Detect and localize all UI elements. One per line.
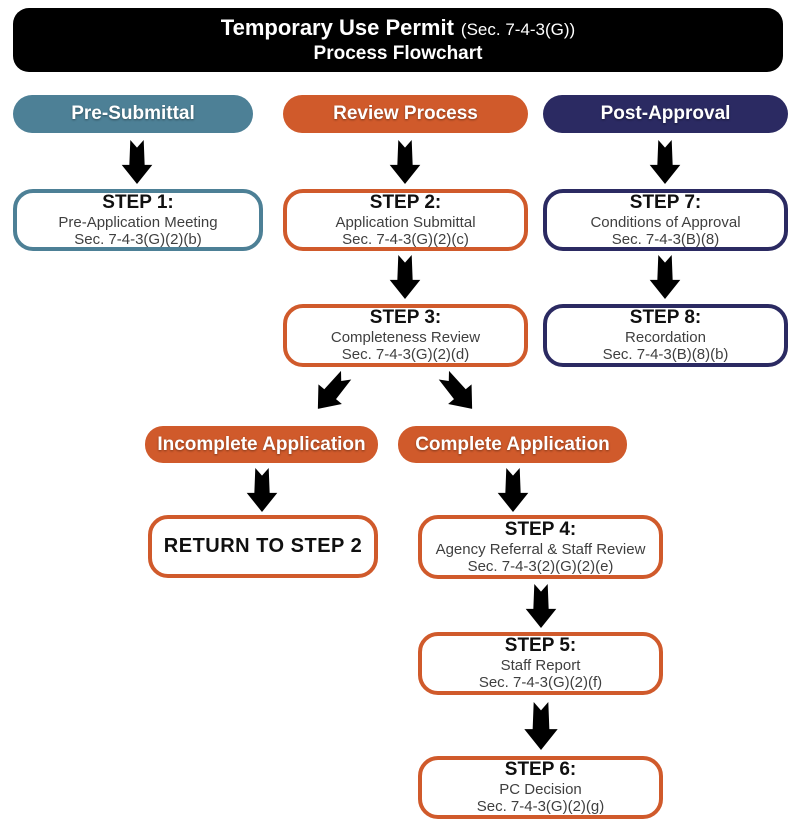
lane-label: Post-Approval [600, 103, 731, 124]
chart-subtitle: Process Flowchart [313, 42, 483, 64]
return-label: RETURN TO STEP 2 [163, 535, 363, 557]
step-section: Sec. 7-4-3(B)(8)(b) [602, 346, 729, 364]
down-arrow-icon [524, 584, 558, 628]
lane-label: Review Process [333, 103, 478, 124]
lane-label: Pre-Submittal [71, 103, 195, 124]
step-section: Sec. 7-4-3(2)(G)(2)(e) [467, 557, 614, 575]
chart-title-section-ref: (Sec. 7-4-3(G)) [460, 20, 576, 40]
step-section: Sec. 7-4-3(G)(2)(c) [342, 230, 469, 248]
step-8-box: STEP 8: Recordation Sec. 7-4-3(B)(8)(b) [543, 304, 788, 367]
step-section: Sec. 7-4-3(G)(2)(b) [74, 230, 202, 248]
step-section: Sec. 7-4-3(G)(2)(f) [478, 674, 603, 692]
down-arrow-icon [245, 468, 279, 512]
step-name: PC Decision [499, 781, 582, 799]
step-title: STEP 3: [369, 307, 442, 329]
return-to-step-2-box: RETURN TO STEP 2 [148, 515, 378, 578]
step-title: STEP 4: [504, 518, 577, 540]
down-arrow-icon [120, 140, 154, 184]
step-name: Agency Referral & Staff Review [435, 540, 646, 558]
down-arrow-icon [648, 140, 682, 184]
step-title: STEP 1: [102, 191, 174, 213]
step-name: Recordation [625, 329, 706, 347]
step-name: Staff Report [500, 657, 581, 675]
step-7-box: STEP 7: Conditions of Approval Sec. 7-4-… [543, 189, 788, 251]
step-name: Completeness Review [330, 329, 481, 347]
down-arrow-icon [388, 140, 422, 184]
branch-incomplete-application: Incomplete Application [145, 426, 378, 463]
step-title: STEP 6: [504, 759, 577, 781]
step-name: Application Submittal [335, 213, 476, 231]
step-title: STEP 8: [629, 307, 702, 329]
down-arrow-icon [524, 702, 558, 750]
branch-label: Incomplete Application [157, 433, 366, 455]
diagonal-down-right-arrow-icon [431, 364, 485, 420]
step-3-box: STEP 3: Completeness Review Sec. 7-4-3(G… [283, 304, 528, 367]
step-section: Sec. 7-4-3(B)(8) [611, 230, 720, 248]
lane-post-approval: Post-Approval [543, 95, 788, 133]
step-1-box: STEP 1: Pre-Application Meeting Sec. 7-4… [13, 189, 263, 251]
step-name: Conditions of Approval [590, 213, 741, 231]
step-name: Pre-Application Meeting [58, 213, 218, 231]
lane-review-process: Review Process [283, 95, 528, 133]
branch-label: Complete Application [415, 433, 610, 455]
down-arrow-icon [496, 468, 530, 512]
step-section: Sec. 7-4-3(G)(2)(g) [476, 798, 605, 816]
lane-pre-submittal: Pre-Submittal [13, 95, 253, 133]
step-section: Sec. 7-4-3(G)(2)(d) [341, 346, 470, 364]
chart-title: Temporary Use Permit [220, 15, 454, 41]
step-title: STEP 7: [629, 191, 702, 213]
step-2-box: STEP 2: Application Submittal Sec. 7-4-3… [283, 189, 528, 251]
title-banner: Temporary Use Permit (Sec. 7-4-3(G)) Proc… [13, 8, 783, 72]
step-6-box: STEP 6: PC Decision Sec. 7-4-3(G)(2)(g) [418, 756, 663, 819]
title-line: Temporary Use Permit (Sec. 7-4-3(G)) [221, 14, 575, 42]
step-4-box: STEP 4: Agency Referral & Staff Review S… [418, 515, 663, 579]
step-5-box: STEP 5: Staff Report Sec. 7-4-3(G)(2)(f) [418, 632, 663, 695]
branch-complete-application: Complete Application [398, 426, 627, 463]
step-title: STEP 2: [369, 191, 442, 213]
step-title: STEP 5: [504, 635, 577, 657]
down-arrow-icon [648, 255, 682, 299]
down-arrow-icon [388, 255, 422, 299]
diagonal-down-left-arrow-icon [305, 364, 359, 420]
